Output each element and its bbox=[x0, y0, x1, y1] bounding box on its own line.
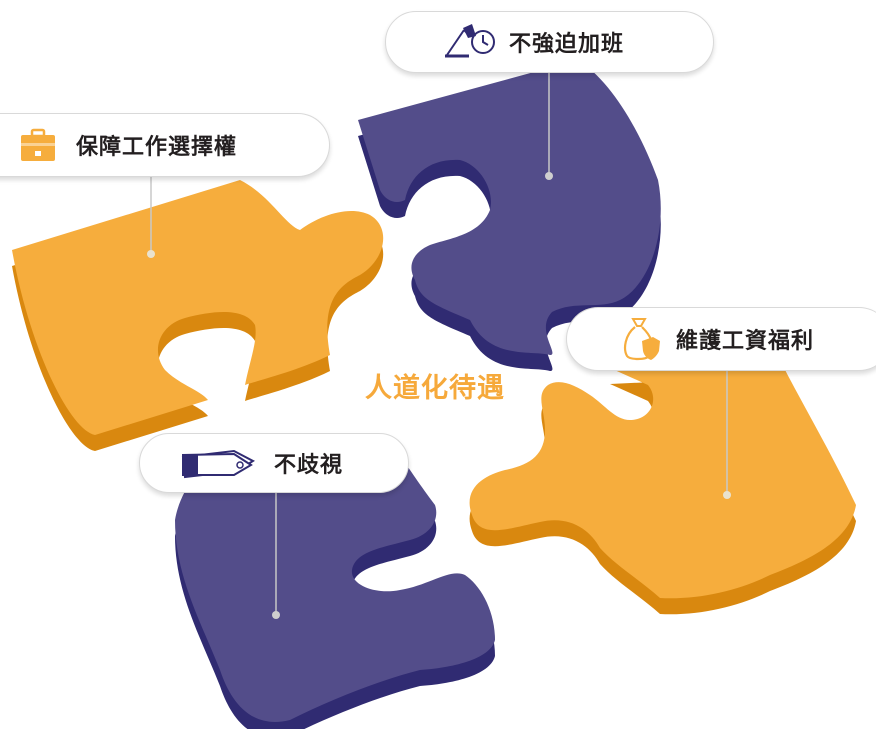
briefcase-icon bbox=[18, 125, 58, 165]
connector-choice bbox=[147, 177, 155, 258]
label-choice: 保障工作選擇權 bbox=[0, 113, 330, 177]
connector-nodisc bbox=[272, 493, 280, 619]
connector-wages bbox=[723, 371, 731, 499]
label-choice-text: 保障工作選擇權 bbox=[76, 135, 238, 160]
label-overtime: 不強迫加班 bbox=[385, 11, 714, 73]
price-tag-icon bbox=[180, 443, 258, 483]
desk-lamp-clock-icon bbox=[441, 22, 499, 62]
label-nodisc: 不歧視 bbox=[139, 433, 409, 493]
connector-overtime bbox=[545, 73, 553, 180]
orange-puzzle-piece-left bbox=[12, 180, 384, 451]
center-title: 人道化待遇 bbox=[365, 373, 505, 404]
label-overtime-text: 不強迫加班 bbox=[509, 32, 625, 57]
label-nodisc-text: 不歧視 bbox=[274, 453, 344, 478]
money-bag-shield-icon bbox=[620, 315, 662, 363]
navy-puzzle-piece-bottom bbox=[175, 455, 495, 729]
label-wages: 維護工資福利 bbox=[566, 307, 876, 371]
label-wages-text: 維護工資福利 bbox=[676, 329, 815, 354]
